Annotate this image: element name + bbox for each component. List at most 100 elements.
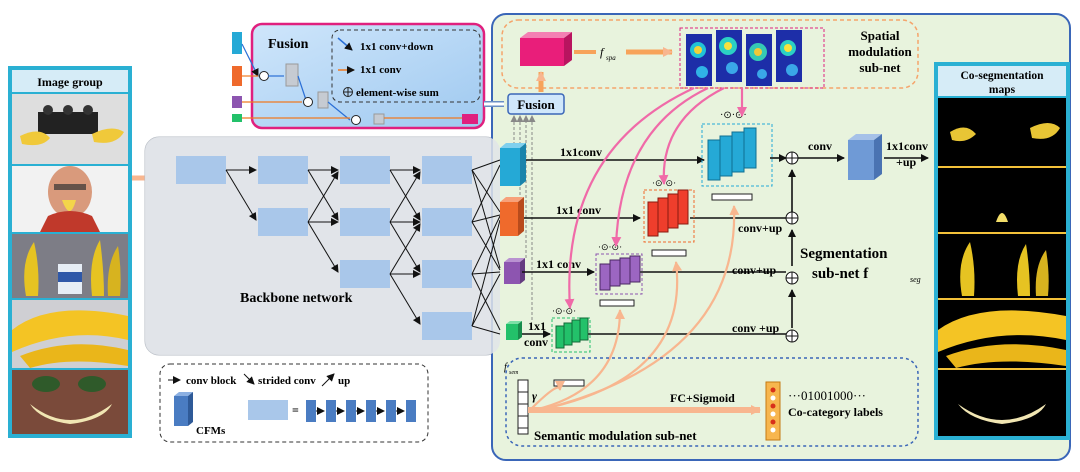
binary-labels: ···01001000··· bbox=[788, 388, 866, 403]
fusion-title: Fusion bbox=[268, 37, 309, 52]
coseg-map-4 bbox=[938, 300, 1066, 368]
label-convup-1: conv+up bbox=[738, 221, 783, 235]
cfm-cyan bbox=[500, 148, 520, 186]
label-1x1conv-b: 1x1 conv bbox=[556, 203, 601, 217]
fc-sigmoid-label: FC+Sigmoid bbox=[670, 391, 735, 405]
fusion-cube-purple bbox=[232, 96, 242, 108]
backbone-block-4b bbox=[422, 208, 472, 236]
legend-box bbox=[159, 363, 429, 443]
cfm-purple bbox=[504, 262, 520, 284]
legend-equals: = bbox=[292, 403, 299, 417]
coseg-title-2: maps bbox=[989, 84, 1016, 96]
fusion-cube-orange bbox=[232, 66, 242, 86]
coseg-panel: Co-segmentation maps bbox=[934, 62, 1070, 440]
label-1x1conv-c: 1x1 conv bbox=[536, 257, 581, 271]
fusion-detail: Fusion 1x1 conv+down 1x1 conv element-wi… bbox=[232, 22, 486, 130]
co-category-vector bbox=[765, 381, 781, 441]
stack-purple: ·⊙·⊙· bbox=[595, 242, 643, 307]
up-arrow-icon bbox=[321, 373, 335, 387]
semantic-subnet-box bbox=[505, 357, 919, 447]
f-sem-sub: sem bbox=[509, 370, 519, 376]
strided-arrow-icon bbox=[243, 373, 255, 385]
input-photo-4 bbox=[12, 300, 128, 368]
input-photo-1 bbox=[12, 94, 128, 164]
svg-text:·⊙·⊙·: ·⊙·⊙· bbox=[598, 242, 622, 252]
fusion-legend-box bbox=[331, 29, 481, 103]
co-category-label: Co-category labels bbox=[788, 405, 883, 419]
image-group-header bbox=[12, 70, 128, 92]
coseg-map-1 bbox=[938, 98, 1066, 166]
coseg-title-1: Co-segmentation bbox=[960, 70, 1044, 82]
fusion-cube-cyan bbox=[232, 32, 242, 54]
legend-strided: strided conv bbox=[258, 375, 316, 387]
legend: conv block strided conv up CFMs = bbox=[159, 363, 429, 443]
cfm-green bbox=[506, 324, 518, 340]
legend-conv: 1x1 conv bbox=[360, 64, 402, 76]
semantic-vector bbox=[517, 379, 529, 435]
fusion-node-label: Fusion bbox=[517, 97, 555, 112]
stack-green: ·⊙·⊙· bbox=[551, 306, 591, 387]
f-sem-label: f bbox=[504, 362, 508, 373]
coseg-map-2 bbox=[938, 168, 1066, 232]
coseg-map-5 bbox=[938, 370, 1066, 436]
backbone-block-4a bbox=[422, 156, 472, 184]
sum-nodes bbox=[785, 151, 799, 343]
backbone-connections bbox=[225, 159, 501, 335]
f-spa-sub: spa bbox=[606, 54, 616, 62]
spatial-input-cube bbox=[520, 38, 564, 66]
legend-up: up bbox=[338, 375, 350, 387]
cfm-blocks bbox=[500, 143, 526, 340]
f-spa-label: f bbox=[600, 45, 605, 59]
decoder-paths bbox=[522, 154, 929, 338]
label-out-2: +up bbox=[896, 155, 917, 169]
input-photo-3 bbox=[12, 234, 128, 298]
label-1x1conv-d1: 1x1 bbox=[528, 319, 546, 333]
image-group-panel: Image group bbox=[8, 66, 132, 438]
fusion-output-cube bbox=[462, 114, 478, 124]
conv-down-arrow-icon bbox=[337, 37, 353, 51]
backbone-block-2a bbox=[258, 156, 308, 184]
input-photo-2 bbox=[12, 166, 128, 232]
backbone-label: Backbone network bbox=[240, 291, 353, 306]
backbone-block-4c bbox=[422, 260, 472, 288]
legend-block bbox=[248, 400, 288, 420]
backbone-blocks bbox=[176, 156, 472, 340]
label-1x1conv-d2: conv bbox=[524, 335, 548, 349]
image-group-title: Image group bbox=[37, 75, 103, 89]
backbone-block-3c bbox=[340, 260, 390, 288]
legend-conv-down: 1x1 conv+down bbox=[360, 41, 433, 53]
legend-conv-block: conv block bbox=[186, 375, 237, 387]
label-convup-2: conv+up bbox=[732, 263, 777, 277]
spatial-title-2: modulation bbox=[848, 44, 912, 59]
svg-text:·⊙·⊙·: ·⊙·⊙· bbox=[720, 110, 747, 121]
label-conv-top: conv bbox=[808, 139, 832, 153]
seg-title-2: sub-net f bbox=[812, 266, 869, 282]
spatial-title-1: Spatial bbox=[860, 28, 899, 43]
coseg-header bbox=[938, 66, 1066, 96]
svg-text:·⊙·⊙·: ·⊙·⊙· bbox=[552, 306, 576, 316]
cfm-icon bbox=[174, 392, 193, 426]
cfm-orange bbox=[500, 202, 518, 236]
label-convup-3: conv +up bbox=[732, 321, 780, 335]
seg-title-sub: seg bbox=[910, 275, 921, 284]
spatial-title-3: sub-net bbox=[859, 60, 901, 75]
input-photo-5 bbox=[12, 370, 128, 434]
fusion-cube-green bbox=[232, 114, 242, 122]
backbone-block-1 bbox=[176, 156, 226, 184]
spatial-modulation-arrows bbox=[564, 87, 747, 309]
spatial-heatmaps bbox=[679, 27, 825, 89]
legend-cfm-chain bbox=[306, 400, 416, 422]
backbone-block-3a bbox=[340, 156, 390, 184]
backbone-block-2b bbox=[258, 208, 308, 236]
gamma-label: γ bbox=[532, 389, 537, 403]
backbone-block-3b bbox=[340, 208, 390, 236]
legend-elem-sum: element-wise sum bbox=[356, 87, 439, 99]
backbone-block-4d bbox=[422, 312, 472, 340]
coseg-map-3 bbox=[938, 234, 1066, 298]
label-1x1conv-a: 1x1conv bbox=[560, 145, 602, 159]
seg-title-1: Segmentation bbox=[800, 246, 888, 262]
legend-cfms: CFMs bbox=[196, 425, 226, 437]
semantic-title: Semantic modulation sub-net bbox=[534, 428, 697, 443]
